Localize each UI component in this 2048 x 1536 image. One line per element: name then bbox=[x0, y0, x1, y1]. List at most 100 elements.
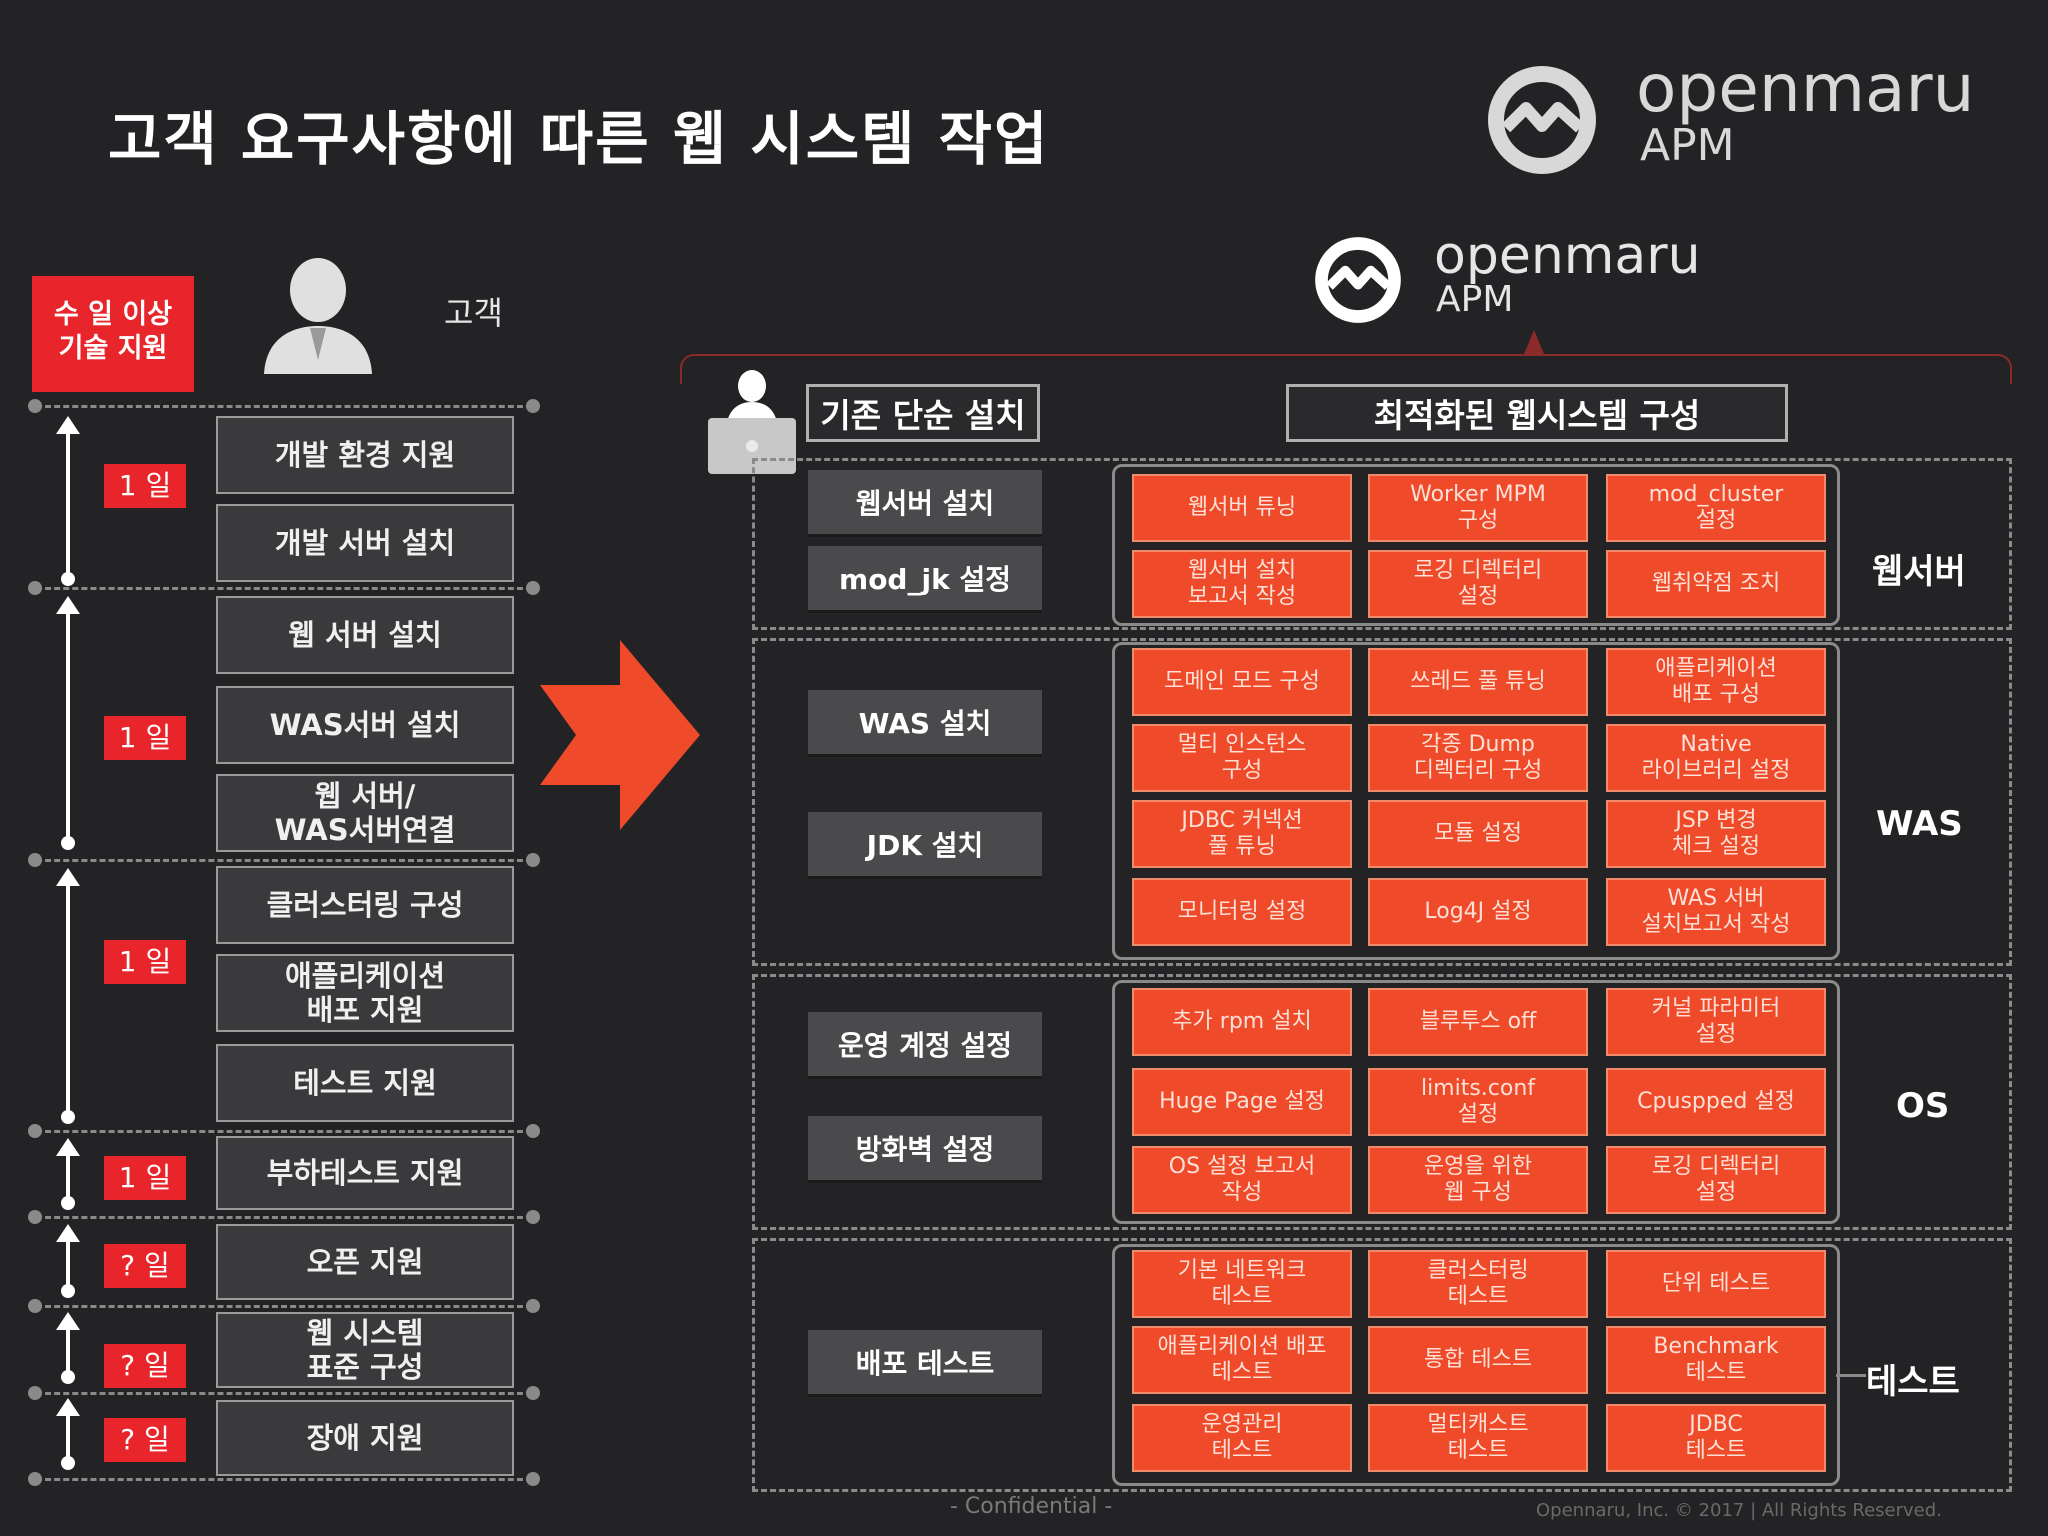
timeline-dot bbox=[526, 581, 540, 595]
section-webserver bbox=[752, 458, 2012, 630]
timeline-divider bbox=[36, 1130, 532, 1133]
duration-arrow bbox=[56, 596, 80, 850]
task-cell: 클러스터링 테스트 bbox=[1368, 1250, 1588, 1318]
openmaru-logo-icon bbox=[1312, 234, 1404, 326]
task-cell: 멀티 인스턴스 구성 bbox=[1132, 724, 1352, 792]
task-cell: 운영관리 테스트 bbox=[1132, 1404, 1352, 1472]
modjk-config-button: mod_jk 설정 bbox=[808, 546, 1042, 610]
timeline-dot bbox=[28, 1299, 42, 1313]
transition-arrow-icon bbox=[540, 640, 700, 834]
timeline-dot bbox=[28, 399, 42, 413]
task-open-support: 오픈 지원 bbox=[216, 1224, 514, 1300]
timeline-dot bbox=[526, 1299, 540, 1313]
optimized-system-header: 최적화된 웹시스템 구성 bbox=[1286, 384, 1788, 442]
task-app-deploy-support: 애플리케이션 배포 지원 bbox=[216, 954, 514, 1032]
task-dev-server-install: 개발 서버 설치 bbox=[216, 504, 514, 582]
task-cell: 통합 테스트 bbox=[1368, 1326, 1588, 1394]
simple-install-header: 기존 단순 설치 bbox=[806, 384, 1040, 442]
timeline-dot bbox=[28, 1472, 42, 1486]
day-badge: 1 일 bbox=[104, 464, 186, 508]
timeline-dot bbox=[526, 1386, 540, 1400]
logo-brand-center: openmaru bbox=[1434, 226, 1701, 286]
task-web-system-standard: 웹 시스템 표준 구성 bbox=[216, 1312, 514, 1388]
task-failure-support: 장애 지원 bbox=[216, 1400, 514, 1476]
firewall-config-button: 방화벽 설정 bbox=[808, 1116, 1042, 1180]
timeline-divider bbox=[36, 1305, 532, 1308]
task-cell: 웹서버 튜닝 bbox=[1132, 474, 1352, 542]
logo-product-center: APM bbox=[1436, 279, 1514, 320]
logo-product: APM bbox=[1640, 120, 1735, 171]
timeline-dot bbox=[28, 581, 42, 595]
task-cell: limits.conf 설정 bbox=[1368, 1068, 1588, 1136]
task-cell: WAS 서버 설치보고서 작성 bbox=[1606, 878, 1826, 946]
timeline-divider bbox=[36, 587, 532, 590]
timeline-divider bbox=[36, 859, 532, 862]
task-cell: 커널 파라미터 설정 bbox=[1606, 988, 1826, 1056]
task-cell: Benchmark 테스트 bbox=[1606, 1326, 1826, 1394]
task-cell: 쓰레드 풀 튜닝 bbox=[1368, 648, 1588, 716]
duration-arrow bbox=[56, 868, 80, 1124]
timeline-divider bbox=[36, 405, 532, 408]
task-cell: 운영을 위한 웹 구성 bbox=[1368, 1146, 1588, 1214]
day-badge: ? 일 bbox=[104, 1418, 186, 1462]
section-label-os: OS bbox=[1896, 1086, 1950, 1126]
ops-account-button: 운영 계정 설정 bbox=[808, 1012, 1042, 1076]
task-cell: 도메인 모드 구성 bbox=[1132, 648, 1352, 716]
customer-label: 고객 bbox=[444, 294, 503, 332]
jdk-install-button: JDK 설치 bbox=[808, 812, 1042, 876]
task-cell: 모듈 설정 bbox=[1368, 800, 1588, 868]
task-cell: 웹취약점 조치 bbox=[1606, 550, 1826, 618]
task-cell: 로깅 디렉터리 설정 bbox=[1606, 1146, 1826, 1214]
bracket-notch bbox=[1524, 330, 1544, 354]
timeline-dot bbox=[28, 1210, 42, 1224]
webserver-install-button: 웹서버 설치 bbox=[808, 470, 1042, 534]
task-cell: 웹서버 설치 보고서 작성 bbox=[1132, 550, 1352, 618]
task-test-support: 테스트 지원 bbox=[216, 1044, 514, 1122]
task-cell: Log4J 설정 bbox=[1368, 878, 1588, 946]
day-badge: ? 일 bbox=[104, 1344, 186, 1388]
task-cell: JSP 변경 체크 설정 bbox=[1606, 800, 1826, 868]
task-cell: 로깅 디렉터리 설정 bbox=[1368, 550, 1588, 618]
timeline-divider bbox=[36, 1392, 532, 1395]
timeline-divider bbox=[36, 1216, 532, 1219]
day-badge: 1 일 bbox=[104, 940, 186, 984]
was-install-button: WAS 설치 bbox=[808, 690, 1042, 754]
panel-bracket bbox=[680, 354, 2012, 384]
timeline-dot bbox=[526, 399, 540, 413]
duration-arrow bbox=[56, 1398, 80, 1470]
task-cell: 단위 테스트 bbox=[1606, 1250, 1826, 1318]
day-badge: 1 일 bbox=[104, 1156, 186, 1200]
day-badge: ? 일 bbox=[104, 1244, 186, 1288]
task-dev-env-support: 개발 환경 지원 bbox=[216, 416, 514, 494]
page-title: 고객 요구사항에 따른 웹 시스템 작업 bbox=[108, 105, 1050, 173]
task-cell: Native 라이브러리 설정 bbox=[1606, 724, 1826, 792]
timeline-dot bbox=[526, 1124, 540, 1138]
customer-avatar-icon bbox=[256, 250, 380, 378]
task-cell: 추가 rpm 설치 bbox=[1132, 988, 1352, 1056]
day-badge: 1 일 bbox=[104, 716, 186, 760]
timeline-dot bbox=[526, 1210, 540, 1224]
section-os bbox=[752, 974, 2012, 1230]
test-connector bbox=[1836, 1374, 1866, 1377]
timeline-dot bbox=[526, 853, 540, 867]
logo-brand: openmaru bbox=[1636, 50, 1975, 127]
task-cell: 애플리케이션 배포 테스트 bbox=[1132, 1326, 1352, 1394]
test-grid bbox=[1112, 1244, 1840, 1486]
duration-arrow bbox=[56, 1138, 80, 1210]
copyright-label: Opennaru, Inc. © 2017 | All Rights Reser… bbox=[1536, 1500, 1942, 1521]
section-label-was: WAS bbox=[1876, 804, 1963, 844]
task-web-server-install: 웹 서버 설치 bbox=[216, 596, 514, 674]
timeline-dot bbox=[28, 1124, 42, 1138]
task-cell: 기본 네트워크 테스트 bbox=[1132, 1250, 1352, 1318]
section-label-webserver: 웹서버 bbox=[1872, 552, 1966, 592]
section-test bbox=[752, 1238, 2012, 1492]
task-cell: Worker MPM 구성 bbox=[1368, 474, 1588, 542]
task-cell: Huge Page 설정 bbox=[1132, 1068, 1352, 1136]
task-cell: 모니터링 설정 bbox=[1132, 878, 1352, 946]
duration-arrow bbox=[56, 1224, 80, 1298]
duration-arrow bbox=[56, 1312, 80, 1384]
task-cell: JDBC 테스트 bbox=[1606, 1404, 1826, 1472]
task-cell: JDBC 커넥션 풀 튜닝 bbox=[1132, 800, 1352, 868]
multi-day-support-badge: 수 일 이상 기술 지원 bbox=[32, 276, 194, 392]
confidential-label: - Confidential - bbox=[950, 1494, 1113, 1519]
